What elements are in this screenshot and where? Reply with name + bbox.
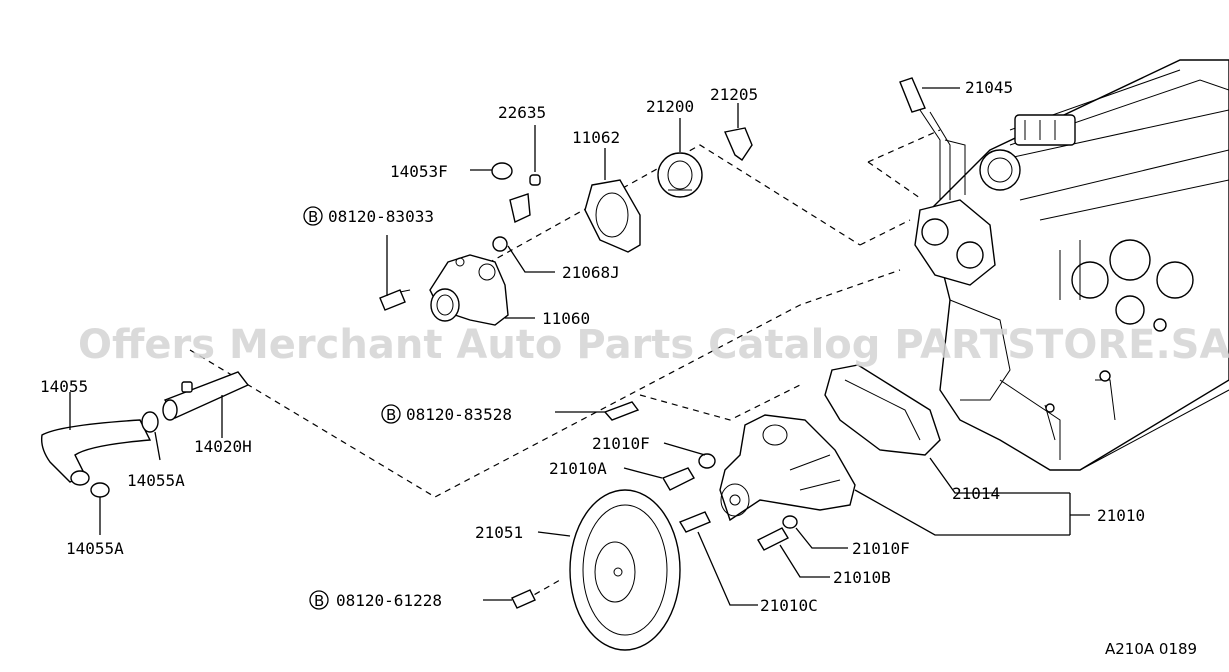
bolt-marker-text-61228: B [314, 592, 324, 610]
label-08120-83528: 08120-83528 [406, 405, 512, 424]
label-21014: 21014 [952, 484, 1000, 503]
label-11060: 11060 [542, 309, 590, 328]
label-21010a: 21010A [549, 459, 607, 478]
label-21068j: 21068J [562, 263, 620, 282]
label-21010f-lower: 21010F [852, 539, 910, 558]
dashed-guide-lines [189, 129, 941, 601]
water-pump-group [511, 364, 941, 651]
label-14055a-lower: 14055A [66, 539, 124, 558]
label-08120-83033: 08120-83033 [328, 207, 434, 226]
label-21045: 21045 [965, 78, 1013, 97]
bolt-marker-text-83528: B [386, 406, 396, 424]
label-21010f-upper: 21010F [592, 434, 650, 453]
engine-block [899, 59, 1229, 471]
label-14020h: 14020H [194, 437, 252, 456]
label-21010: 21010 [1097, 506, 1145, 525]
bolt-marker-83528 [381, 404, 401, 424]
label-21200: 21200 [646, 97, 694, 116]
label-14055a-upper: 14055A [127, 471, 185, 490]
reference-code: A210A 0189 [1105, 640, 1197, 658]
label-14055: 14055 [40, 377, 88, 396]
label-11062: 11062 [572, 128, 620, 147]
label-14053f: 14053F [390, 162, 448, 181]
label-21205: 21205 [710, 85, 758, 104]
label-21010c: 21010C [760, 596, 818, 615]
thermostat-group [379, 127, 753, 326]
leader-lines [69, 87, 1090, 606]
bolt-marker-83033 [303, 206, 323, 226]
bolt-marker-61228 [309, 590, 329, 610]
label-21010b: 21010B [833, 568, 891, 587]
bolt-marker-text-83033: B [308, 208, 318, 226]
watermark-text: Offers Merchant Auto Parts Catalog PARTS… [78, 322, 1229, 368]
hose-group [40, 371, 250, 498]
label-22635: 22635 [498, 103, 546, 122]
bolt-markers: B B B [303, 206, 401, 610]
part-labels: 22635 21200 21205 21045 11062 14053F 081… [40, 78, 1145, 615]
label-21051: 21051 [475, 523, 523, 542]
label-08120-61228: 08120-61228 [336, 591, 442, 610]
